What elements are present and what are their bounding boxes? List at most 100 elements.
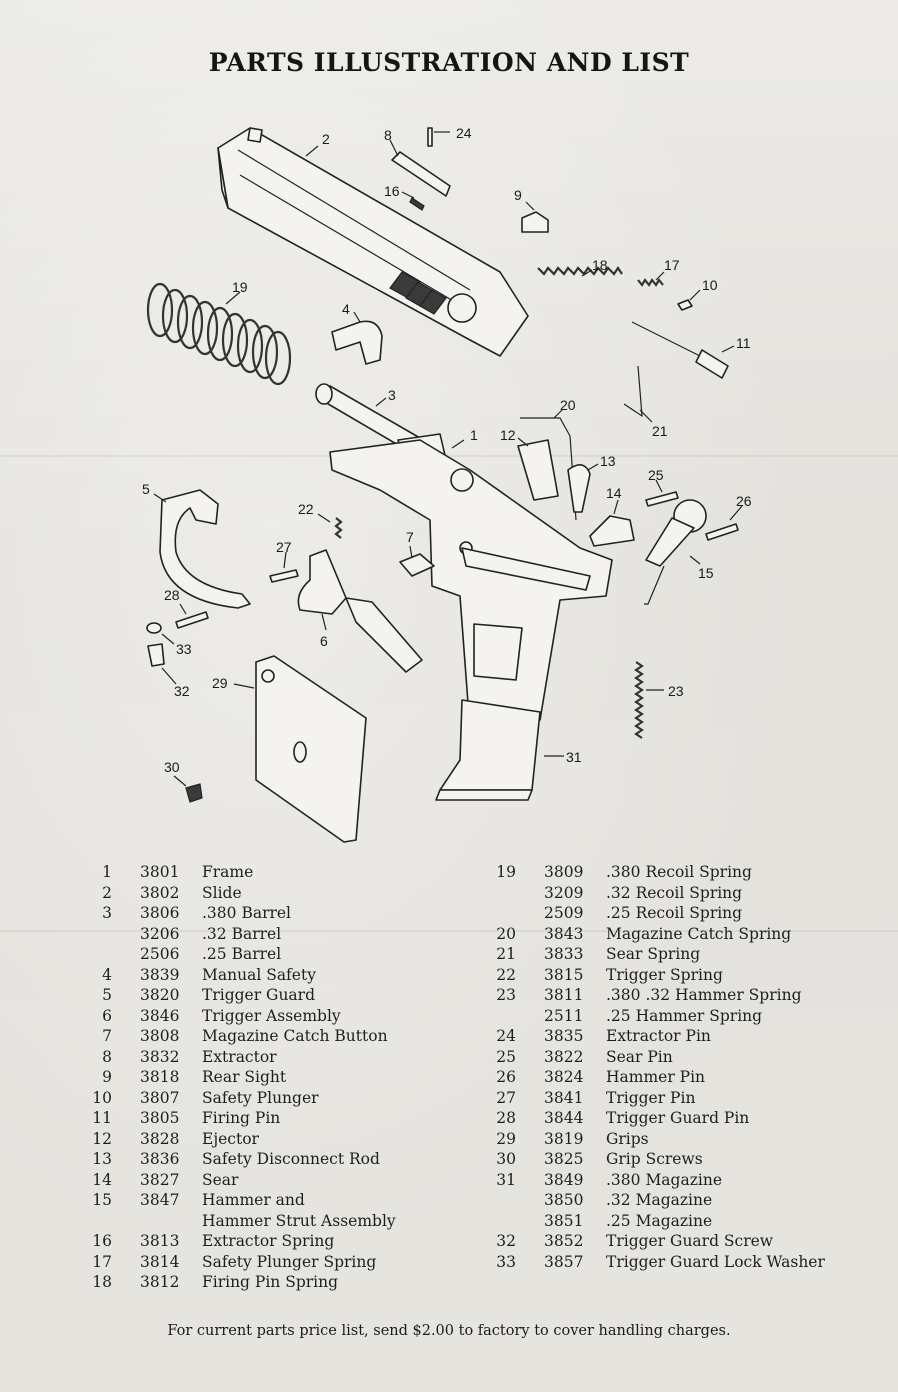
callout-30: 30 (164, 759, 180, 775)
callout-11: 11 (736, 335, 751, 351)
price-list-note: For current parts price list, send $2.00… (167, 1323, 731, 1339)
item-number: 28 (496, 1109, 516, 1127)
parts-row: 2509.25 Recoil Spring (478, 903, 878, 924)
part-number: 3824 (544, 1068, 584, 1086)
part-description: Trigger Guard Pin (606, 1109, 750, 1127)
callout-leaders (153, 131, 743, 787)
part-magazine (435, 699, 541, 801)
part-description: Sear Spring (606, 945, 701, 963)
part-lock-washer (146, 622, 162, 634)
part-extractor (391, 127, 451, 211)
part-number: 3849 (544, 1170, 584, 1189)
part-number: 3843 (544, 924, 584, 943)
part-description: .32 Barrel (202, 924, 282, 943)
callout-10: 10 (702, 277, 718, 293)
item-number: 9 (102, 1068, 112, 1086)
callout-24: 24 (456, 125, 472, 141)
part-number: 3819 (544, 1129, 584, 1148)
callout-labels: 1 2 3 4 5 6 7 8 9 10 11 12 13 14 15 16 1… (142, 125, 752, 775)
part-description: Magazine Catch Button (202, 1027, 388, 1045)
part-trigger-guard (159, 489, 251, 609)
part-description: Safety Plunger (202, 1088, 319, 1107)
part-description: Manual Safety (202, 965, 316, 984)
part-number: 3811 (544, 986, 584, 1004)
part-number: 3846 (140, 1006, 180, 1025)
part-number: 3832 (140, 1047, 180, 1066)
part-hammer-pin (705, 523, 739, 541)
parts-row: Hammer Strut Assembly (82, 1211, 442, 1232)
part-number: 3827 (140, 1170, 180, 1189)
part-rear-sight (521, 211, 549, 233)
item-number: 18 (92, 1273, 112, 1291)
item-number: 21 (496, 945, 516, 963)
parts-row: 2506.25 Barrel (82, 944, 442, 965)
callout-28: 28 (164, 587, 180, 603)
callout-18: 18 (592, 257, 608, 273)
parts-row: 7 3808 Magazine Catch Button (82, 1026, 442, 1047)
part-number: 3836 (140, 1150, 180, 1168)
part-hammer (644, 499, 707, 605)
part-description: Extractor (202, 1047, 277, 1066)
part-number: 3850 (544, 1191, 584, 1209)
callout-25: 25 (648, 467, 664, 483)
part-description: Trigger Guard Lock Washer (606, 1252, 825, 1271)
part-sear (589, 515, 635, 547)
part-number: 3828 (140, 1129, 180, 1148)
part-description: Extractor Pin (606, 1027, 711, 1045)
part-number: 3857 (544, 1252, 584, 1271)
callout-2: 2 (322, 131, 330, 147)
part-description: Firing Pin Spring (202, 1273, 339, 1291)
part-description: .380 Magazine (606, 1170, 722, 1189)
part-trigger-guard-screw (147, 643, 165, 667)
part-number: 3818 (140, 1068, 180, 1086)
part-sear-pin (645, 491, 679, 507)
part-description: Hammer and (202, 1191, 305, 1209)
item-number: 33 (496, 1252, 516, 1271)
callout-7: 7 (406, 529, 414, 545)
part-description: Sear Pin (606, 1047, 673, 1066)
part-number: 2509 (544, 904, 584, 922)
part-number: 2511 (544, 1006, 584, 1025)
part-number: 3808 (140, 1027, 180, 1045)
parts-row: 21 3833 Sear Spring (478, 944, 878, 965)
part-description: Slide (202, 883, 242, 902)
item-number: 7 (102, 1027, 112, 1045)
part-sear-spring (623, 365, 643, 418)
part-description: .380 Barrel (202, 904, 292, 922)
callout-20: 20 (560, 397, 576, 413)
exploded-parts-diagram: 1 2 3 4 5 6 7 8 9 10 11 12 13 14 15 16 1… (142, 125, 752, 843)
part-description: Firing Pin (202, 1109, 281, 1127)
callout-26: 26 (736, 493, 752, 509)
parts-row: 33 3857 Trigger Guard Lock Washer (478, 1252, 878, 1273)
callout-4: 4 (342, 301, 350, 317)
callout-19: 19 (232, 279, 248, 295)
callout-32: 32 (174, 683, 190, 699)
part-firing-pin-spring (537, 266, 623, 276)
item-number: 30 (496, 1150, 516, 1168)
parts-row: 3850.32 Magazine (478, 1190, 878, 1211)
part-description: Frame (202, 863, 254, 881)
fold-crease (0, 455, 898, 457)
part-description: .32 Recoil Spring (606, 883, 743, 902)
part-description: Trigger Guard Screw (606, 1232, 774, 1250)
item-number: 5 (102, 986, 112, 1004)
part-number: 3833 (544, 945, 584, 963)
part-description: Hammer Pin (606, 1068, 706, 1086)
callout-16: 16 (384, 183, 400, 199)
callout-6: 6 (320, 633, 328, 649)
callout-12: 12 (500, 427, 516, 443)
part-safety-plunger-spring (637, 278, 664, 287)
